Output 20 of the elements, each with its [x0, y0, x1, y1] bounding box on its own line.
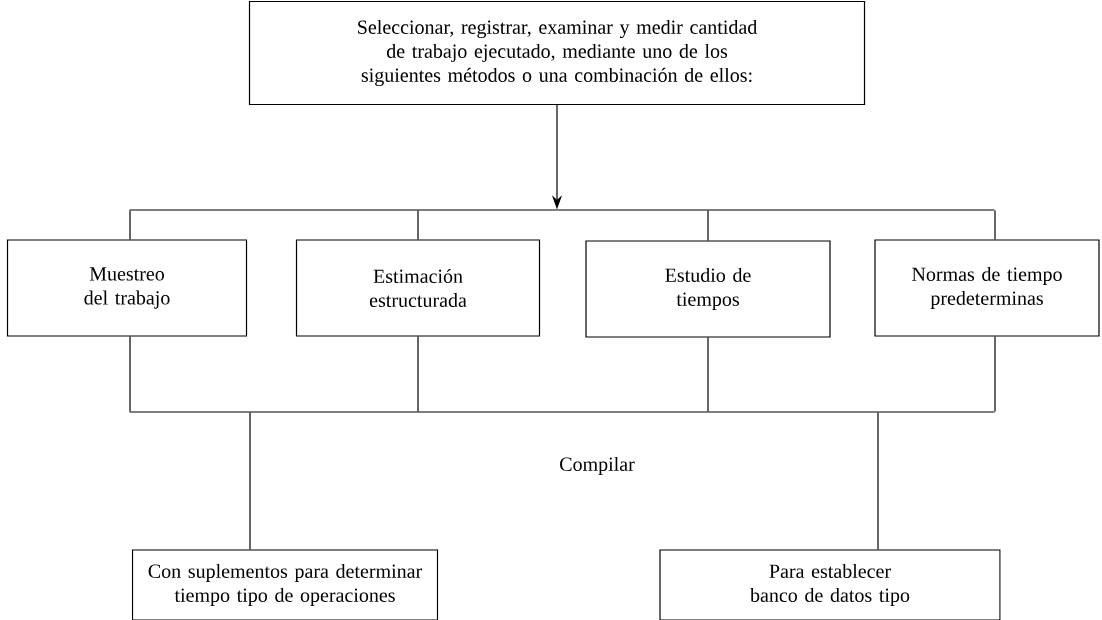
process-box: Para establecer banco de datos tipo: [659, 549, 1001, 620]
connector: [417, 336, 419, 412]
connector: [707, 210, 709, 241]
connector: [707, 337, 709, 412]
group-label: Compilar: [560, 456, 635, 476]
process-box: Estimación estructurada: [295, 239, 541, 337]
process-box: Con suplementos para determinar tiempo tipo de operaciones: [131, 549, 439, 620]
process-box: Normas de tiempo predeterminas: [874, 239, 1100, 337]
connector: [249, 412, 251, 550]
process-box: Seleccionar, registrar, examinar y medir cantidad de trabajo ejecutado, mediante uno de los siguientes métodos o una combinación de ellos:: [248, 0, 866, 106]
connector: [129, 210, 131, 240]
connector: [417, 210, 419, 240]
connector-bar: [128, 411, 996, 413]
connector: [994, 210, 996, 240]
process-box: Estudio de tiempos: [585, 240, 831, 338]
connector-bar: [128, 209, 996, 211]
connector: [994, 336, 996, 412]
connector: [877, 412, 879, 550]
process-box: Muestreo del trabajo: [6, 239, 248, 337]
connector: [129, 336, 131, 412]
